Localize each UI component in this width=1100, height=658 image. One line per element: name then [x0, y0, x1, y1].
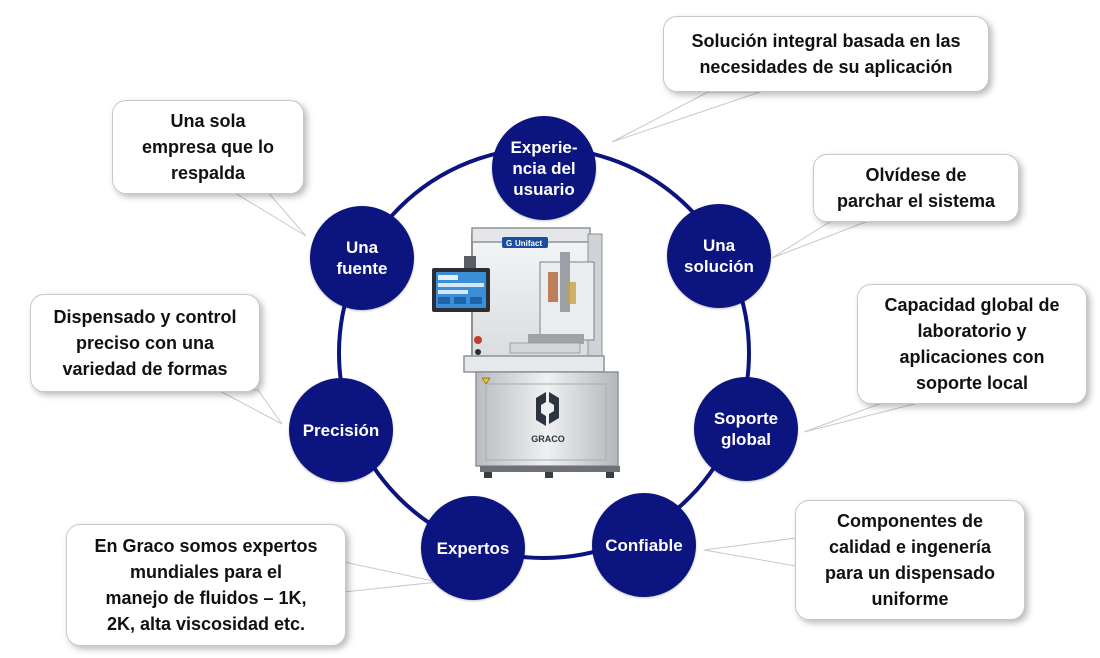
dispensing-machine-image: G Unifact GRACO	[432, 227, 620, 478]
tail-experiencia	[611, 91, 761, 143]
tail-una-solucion	[771, 217, 877, 259]
node-una-fuente: Una fuente	[310, 206, 414, 310]
callout-soporte-global: Capacidad global de laboratorio y aplica…	[857, 284, 1087, 404]
node-confiable: Confiable	[592, 493, 696, 597]
callout-precision-text: Dispensado y control preciso con una var…	[53, 307, 237, 379]
callout-expertos-text: En Graco somos expertos mundiales para e…	[94, 536, 318, 634]
callout-confiable: Componentes de calidad e ingenería para …	[795, 500, 1025, 620]
node-una-solucion: Una solución	[667, 204, 771, 308]
tail-soporte-global	[803, 399, 931, 433]
callout-confiable-text: Componentes de calidad e ingenería para …	[824, 511, 996, 609]
node-una-solucion-label: Una solución	[684, 236, 754, 276]
node-precision-label: Precisión	[302, 420, 380, 440]
tail-una-fuente	[228, 189, 307, 237]
node-expertos-label: Expertos	[436, 538, 510, 558]
callout-soporte-global-text: Capacidad global de laboratorio y aplica…	[884, 295, 1060, 393]
callout-una-fuente: Una sola empresa que lo respalda	[112, 100, 304, 194]
callout-precision: Dispensado y control preciso con una var…	[30, 294, 260, 392]
node-soporte-global: Soporte global	[694, 377, 798, 481]
node-precision: Precisión	[289, 378, 393, 482]
callout-experiencia: Solución integral basada en las necesida…	[663, 16, 989, 92]
machine-header-label: Unifact	[515, 239, 542, 248]
callout-una-solucion-text: Olvídese de parchar el sistema	[836, 165, 996, 211]
node-expertos: Expertos	[421, 496, 525, 600]
callout-una-solucion: Olvídese de parchar el sistema	[813, 154, 1019, 222]
tail-confiable	[703, 537, 797, 567]
callout-una-fuente-text: Una sola empresa que lo respalda	[141, 111, 275, 183]
svg-text:G: G	[506, 239, 512, 248]
machine-logo-text: GRACO	[531, 434, 565, 444]
tail-precision	[217, 389, 283, 425]
callout-expertos: En Graco somos expertos mundiales para e…	[66, 524, 346, 646]
node-experiencia-label: Experie- ncia del usuario	[510, 137, 578, 199]
node-soporte-global-label: Soporte global	[713, 409, 779, 449]
node-confiable-label: Confiable	[605, 535, 683, 555]
callout-experiencia-text: Solución integral basada en las necesida…	[691, 31, 961, 77]
node-una-fuente-label: Una fuente	[336, 238, 388, 278]
node-experiencia: Experie- ncia del usuario	[492, 116, 596, 220]
